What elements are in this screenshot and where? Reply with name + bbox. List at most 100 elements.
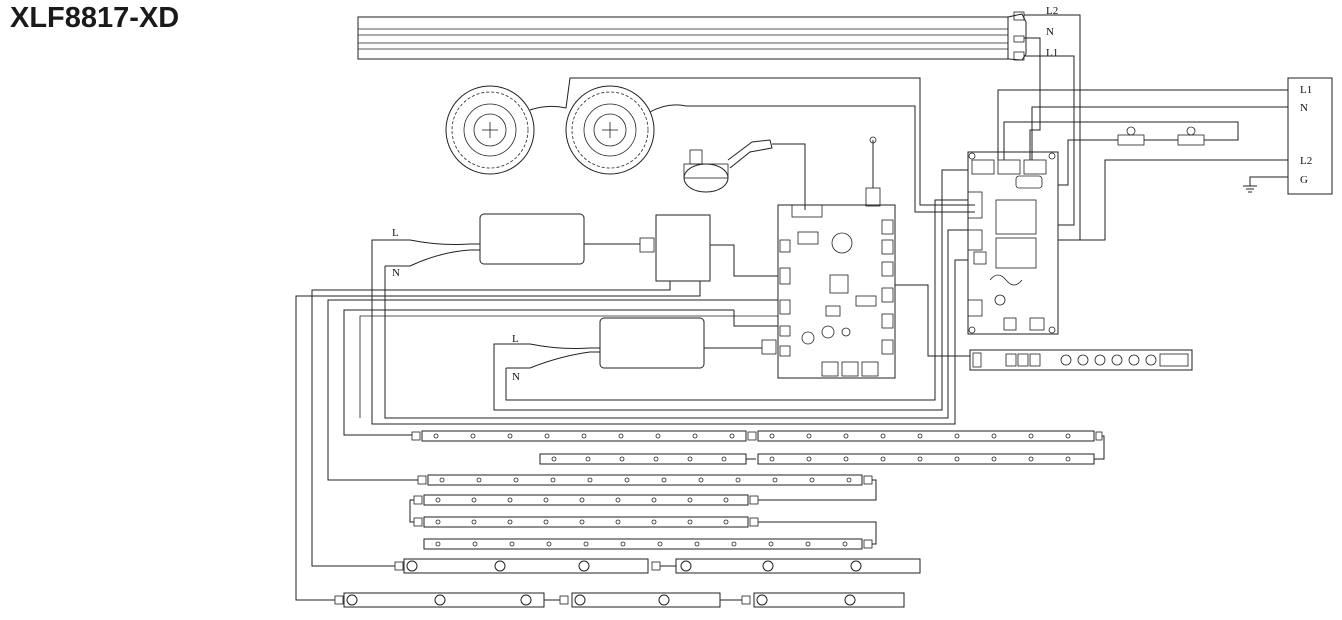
led-chip: [880, 433, 886, 439]
thermal-fuse-2: [1177, 126, 1205, 146]
led-chip: [615, 497, 621, 503]
led-chip: [655, 433, 661, 439]
led-chip: [439, 477, 445, 483]
led-chip: [1065, 456, 1071, 462]
led-chip: [550, 477, 556, 483]
led-spot: [574, 594, 586, 606]
led-chip: [507, 433, 513, 439]
led-spot: [346, 594, 358, 606]
led-chip: [509, 541, 515, 547]
led-chip: [651, 497, 657, 503]
led-strip-row-5: [413, 516, 759, 528]
led-chip: [585, 456, 591, 462]
terminal-l1: L1: [1300, 84, 1312, 96]
driver-lower-label-l: L: [512, 333, 519, 345]
control-board: [777, 204, 896, 379]
led-chip: [615, 519, 621, 525]
led-spot: [658, 594, 670, 606]
led-chip: [619, 456, 625, 462]
led-chip: [729, 433, 735, 439]
led-chip: [723, 497, 729, 503]
driver-upper-label-l: L: [392, 227, 399, 239]
led-chip: [435, 497, 441, 503]
led-chip: [587, 477, 593, 483]
led-chip: [661, 477, 667, 483]
wire-label-l2: L2: [1046, 5, 1058, 17]
led-chip: [1065, 433, 1071, 439]
led-chip: [768, 541, 774, 547]
led-chip: [433, 433, 439, 439]
led-chip: [581, 433, 587, 439]
led-chip: [731, 541, 737, 547]
led-chip: [579, 497, 585, 503]
led-chip: [471, 497, 477, 503]
led-chip: [471, 519, 477, 525]
led-chip: [772, 477, 778, 483]
terminal-n: N: [1300, 102, 1308, 114]
led-spot: [520, 594, 532, 606]
led-chip: [843, 433, 849, 439]
led-chip: [472, 541, 478, 547]
led-driver-upper: L N: [392, 213, 711, 282]
led-chip: [620, 541, 626, 547]
led-chip: [435, 541, 441, 547]
led-spot: [578, 560, 590, 572]
led-strip-row-3: [417, 474, 873, 486]
led-chip: [806, 456, 812, 462]
led-chip: [954, 433, 960, 439]
led-chip: [543, 497, 549, 503]
led-chip: [507, 519, 513, 525]
led-strip-row-6: [423, 538, 873, 550]
led-chip: [435, 519, 441, 525]
led-spot: [756, 594, 768, 606]
led-chip: [546, 541, 552, 547]
led-spot: [844, 594, 856, 606]
fan-left: [445, 85, 535, 175]
led-chip: [954, 456, 960, 462]
led-chip: [843, 456, 849, 462]
led-chip: [513, 477, 519, 483]
terminal-l2: L2: [1300, 155, 1312, 167]
led-chips: [346, 433, 1071, 606]
led-driver-lower: L N: [512, 317, 777, 383]
led-spot-strip-row-8: [334, 592, 905, 608]
led-chip: [687, 519, 693, 525]
led-chip: [991, 433, 997, 439]
diagram-title: XLF8817-XD: [10, 2, 180, 34]
fan-right: [565, 85, 655, 175]
led-chip: [694, 541, 700, 547]
wire-label-n: N: [1046, 26, 1054, 38]
led-chip: [657, 541, 663, 547]
led-spot: [850, 560, 862, 572]
led-chip: [991, 456, 997, 462]
led-strip-row-4: [413, 494, 759, 506]
heating-element: [357, 11, 1027, 61]
led-chip: [507, 497, 513, 503]
led-spot: [434, 594, 446, 606]
led-chip: [624, 477, 630, 483]
led-chip: [470, 433, 476, 439]
led-chip: [805, 541, 811, 547]
led-chip: [917, 433, 923, 439]
led-chip: [1028, 456, 1034, 462]
led-spot: [494, 560, 506, 572]
led-spot: [762, 560, 774, 572]
driver-lower-label-n: N: [512, 371, 520, 383]
led-chip: [618, 433, 624, 439]
led-chip: [543, 519, 549, 525]
led-chip: [551, 456, 557, 462]
led-chip: [809, 477, 815, 483]
led-chip: [769, 433, 775, 439]
led-chip: [842, 541, 848, 547]
led-chip: [687, 497, 693, 503]
led-chip: [735, 477, 741, 483]
led-chip: [880, 456, 886, 462]
led-chip: [476, 477, 482, 483]
led-strip-row-1: [411, 430, 1103, 442]
led-chip: [692, 433, 698, 439]
led-chip: [687, 456, 693, 462]
ground-symbol: [1243, 185, 1257, 193]
led-chip: [846, 477, 852, 483]
led-chip: [651, 519, 657, 525]
